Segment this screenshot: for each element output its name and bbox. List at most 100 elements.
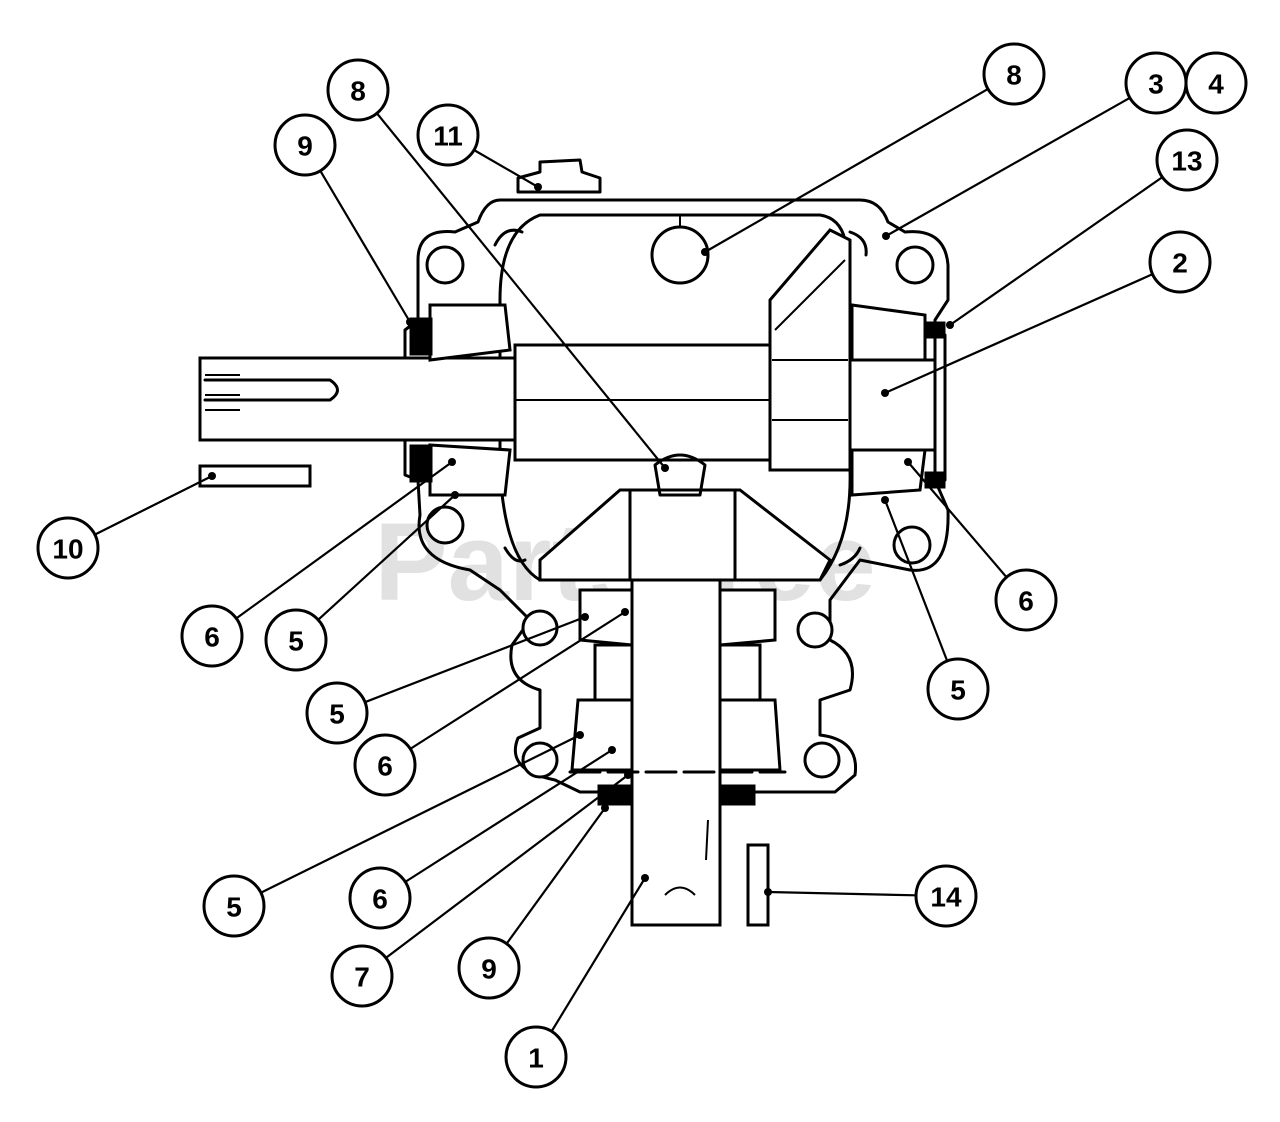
leader-line-5 (319, 170, 411, 323)
callout-circle-13 (305, 681, 369, 745)
leader-dot-6 (946, 321, 954, 329)
callout-circle-19 (457, 936, 521, 1000)
callout-label-2: 3 (1148, 69, 1164, 100)
leader-line-0 (376, 112, 666, 469)
leader-dot-16 (608, 746, 616, 754)
callout-9: 6 (180, 604, 244, 668)
output-shaft (630, 578, 722, 927)
bolt-mark (838, 546, 862, 567)
bolt-mark (848, 230, 868, 257)
shaft-detail (205, 374, 240, 411)
bevel-gear-right (768, 228, 852, 472)
lower-bearing-right-2 (718, 698, 782, 772)
leader-dot-2 (882, 232, 890, 240)
leader-dot-15 (576, 731, 584, 739)
gear-hub-bottom (628, 488, 737, 582)
callout-circle-9 (180, 604, 244, 668)
leader-dot-13 (581, 613, 589, 621)
right-shaft (843, 358, 937, 452)
callout-13: 5 (305, 681, 369, 745)
leader-line-11 (907, 461, 1008, 578)
callout-circle-15 (202, 874, 266, 938)
leader-line-10 (317, 494, 456, 621)
leader-line-16 (404, 749, 613, 883)
callout-6: 13 (1155, 128, 1219, 192)
callout-label-3: 4 (1208, 69, 1224, 100)
leader-line-7 (884, 273, 1154, 395)
callout-4: 11 (416, 103, 480, 167)
callout-circle-16 (348, 866, 412, 930)
leader-line-6 (949, 176, 1164, 326)
right-bearing-bottom (850, 448, 927, 497)
bolt-mark (503, 546, 527, 563)
leader-dot-5 (406, 318, 414, 326)
callout-label-15: 5 (226, 892, 242, 923)
callout-label-6: 13 (1171, 146, 1202, 177)
leader-line-2 (885, 96, 1131, 237)
mounting-hole (803, 741, 841, 779)
output-key (746, 843, 770, 927)
callout-0: 8 (326, 58, 390, 122)
callout-17: 14 (914, 864, 978, 928)
left-seal-bottom (409, 444, 433, 483)
callout-15: 5 (202, 874, 266, 938)
callout-16: 6 (348, 866, 412, 930)
callout-circle-14 (353, 733, 417, 797)
callout-circle-11 (994, 568, 1058, 632)
callout-circle-12 (926, 657, 990, 721)
callout-label-10: 5 (288, 626, 304, 657)
leader-dot-1 (701, 248, 709, 256)
callout-circle-8 (36, 516, 100, 580)
center-plug (653, 453, 707, 497)
leader-dot-12 (881, 496, 889, 504)
leader-dot-0 (661, 464, 669, 472)
callout-circle-3 (1184, 51, 1248, 115)
left-bearing-top (428, 303, 512, 362)
mounting-hole (796, 611, 834, 649)
callout-label-17: 14 (930, 882, 962, 913)
lower-seal-right (719, 784, 756, 806)
leader-line-17 (767, 890, 917, 897)
leader-dot-18 (624, 771, 632, 779)
gear-teeth (772, 259, 848, 421)
mounting-hole (892, 525, 932, 565)
output-shaft-key (664, 819, 709, 896)
callout-12: 5 (926, 657, 990, 721)
callout-circle-18 (330, 944, 394, 1008)
lower-bearing-right-1 (718, 588, 777, 647)
callout-circle-1 (982, 42, 1046, 106)
mounting-hole (425, 505, 465, 545)
leader-line-13 (364, 615, 586, 704)
callout-5: 9 (273, 113, 337, 177)
callout-label-8: 10 (52, 534, 83, 565)
callout-18: 7 (330, 944, 394, 1008)
callout-20: 1 (504, 1025, 568, 1089)
callout-circle-6 (1155, 128, 1219, 192)
callout-circle-20 (504, 1025, 568, 1089)
callout-1: 8 (982, 42, 1046, 106)
callout-label-4: 11 (433, 121, 463, 152)
callout-14: 6 (353, 733, 417, 797)
callout-circle-17 (914, 864, 978, 928)
leader-dot-4 (534, 183, 542, 191)
callout-label-5: 9 (297, 131, 313, 162)
mounting-hole (425, 245, 465, 285)
right-bearing-top (850, 303, 927, 362)
callout-label-0: 8 (350, 76, 366, 107)
leader-line-20 (550, 877, 646, 1032)
callout-label-14: 6 (377, 751, 393, 782)
leader-dot-20 (641, 874, 649, 882)
leader-line-15 (260, 734, 581, 894)
shaft-keyway (203, 378, 339, 402)
callout-label-7: 2 (1172, 248, 1188, 279)
lower-bearing-left-2 (570, 698, 634, 772)
leader-line-14 (409, 611, 626, 750)
leader-dot-8 (208, 472, 216, 480)
callout-circle-10 (264, 608, 328, 672)
leader-line-8 (94, 475, 213, 536)
leader-dot-19 (601, 804, 609, 812)
spacer-left (593, 643, 634, 702)
